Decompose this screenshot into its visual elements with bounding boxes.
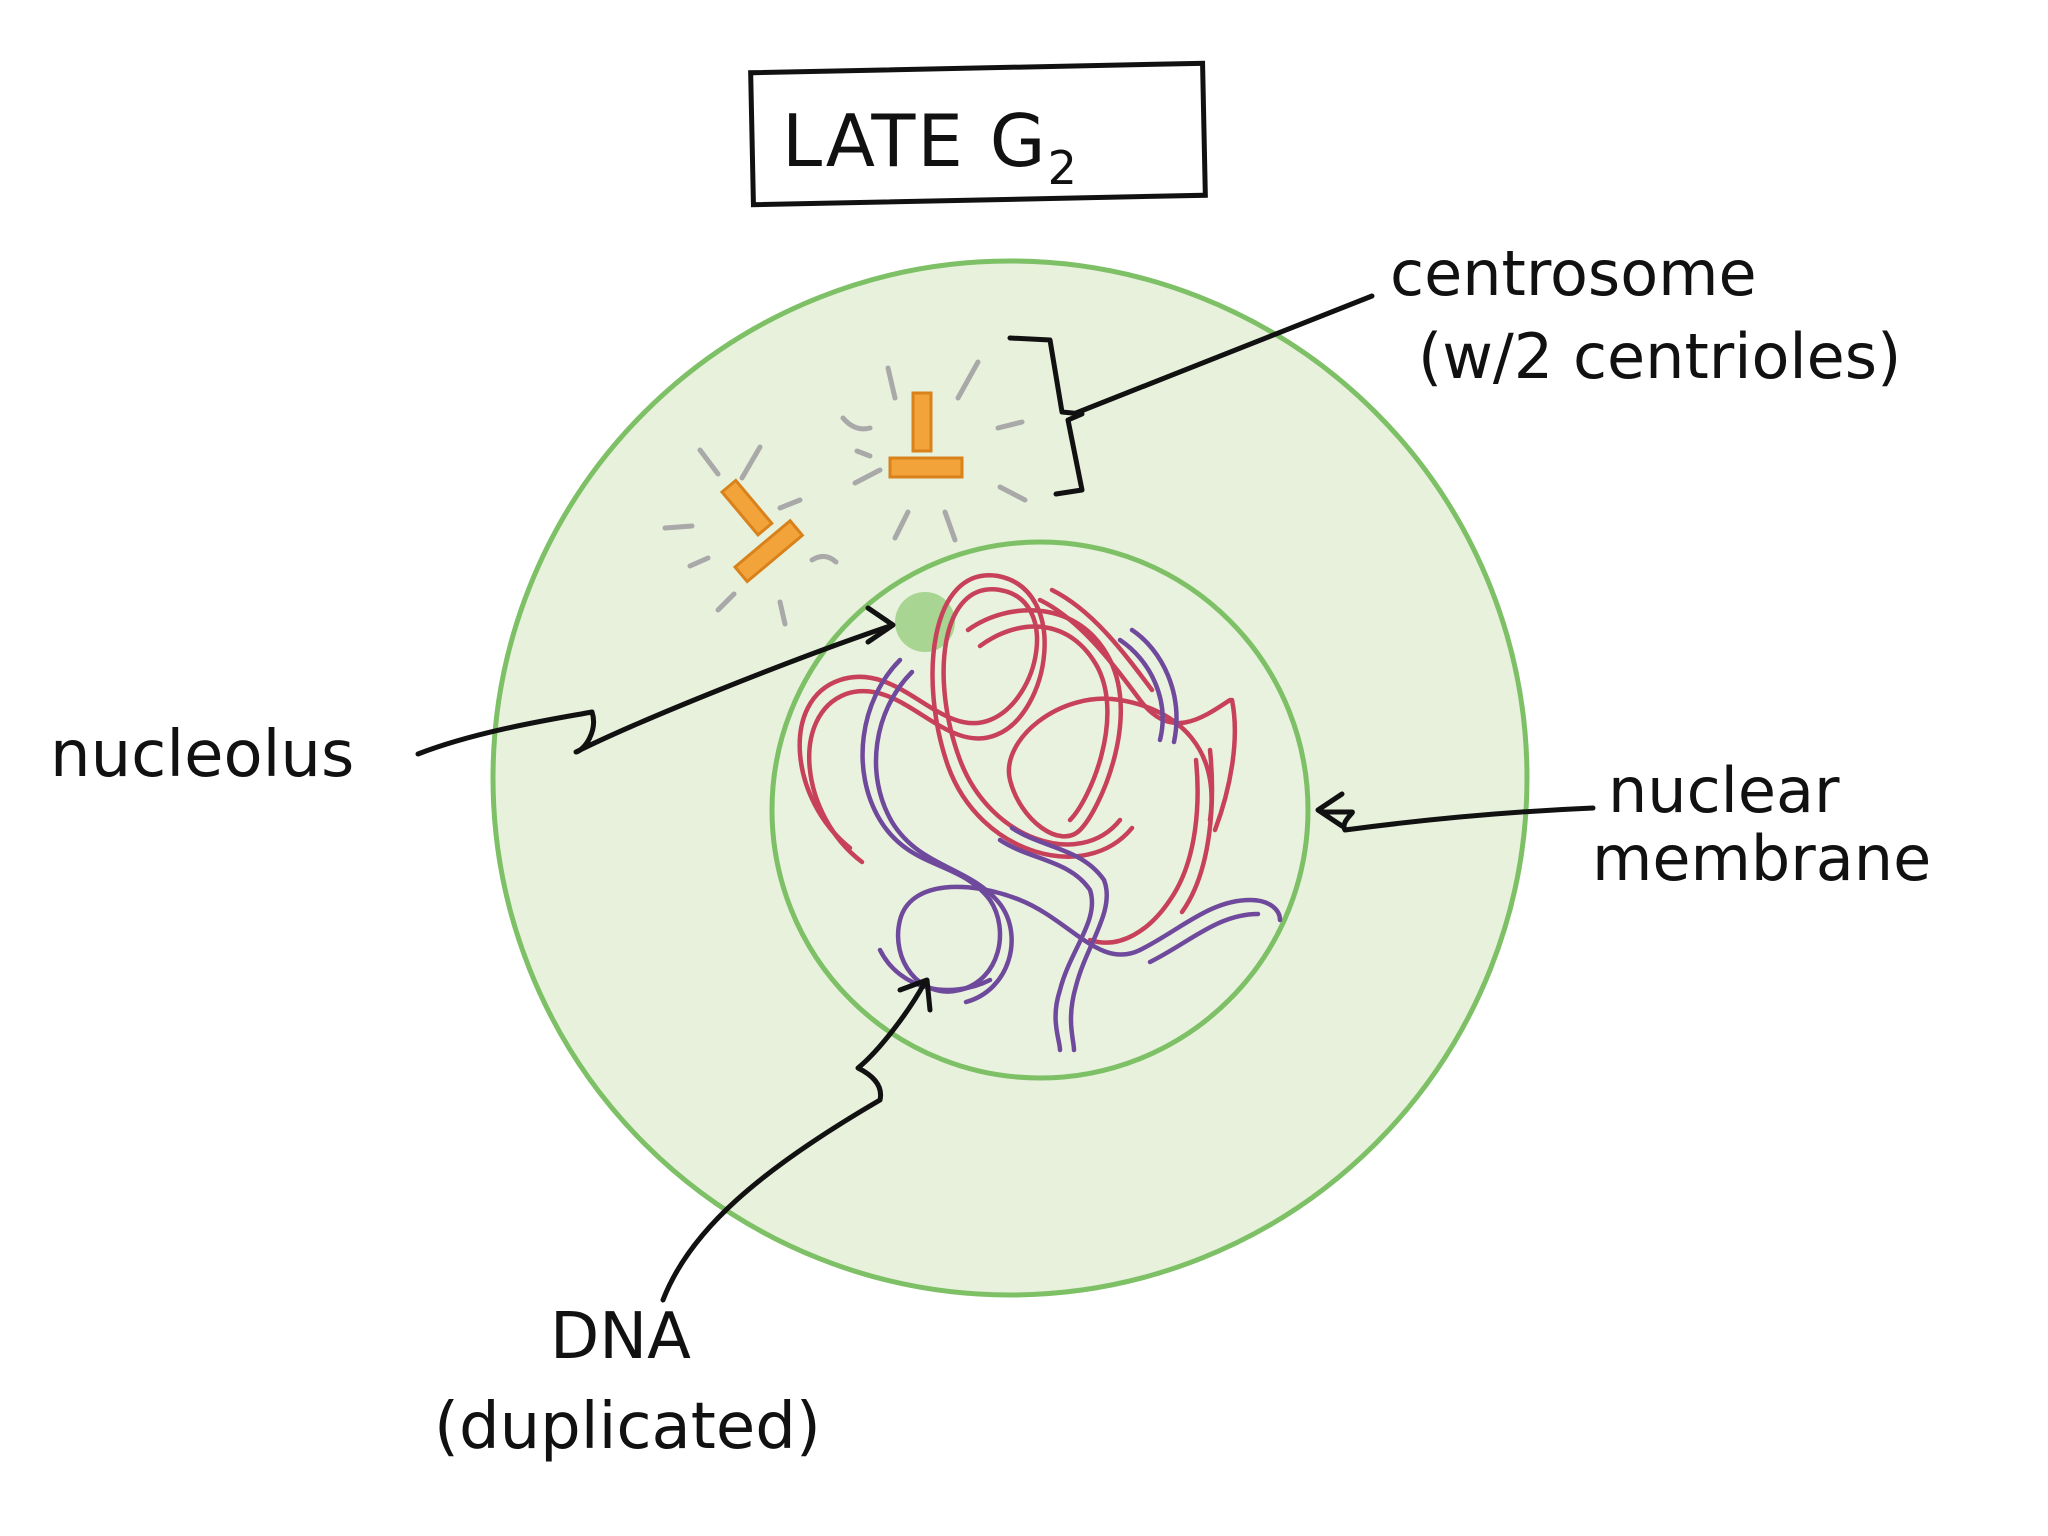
centrosome-microtubules: [662, 359, 1028, 627]
nuclear-membrane-arrow: [1315, 791, 1596, 833]
centriole: [911, 391, 933, 453]
membrane-label: membrane: [1592, 822, 1931, 895]
title-main: LATE G: [782, 99, 1048, 183]
dna-label: DNA: [550, 1300, 691, 1374]
centrosome-label: centrosome: [1390, 237, 1757, 310]
nucleolus-label: nucleolus: [50, 718, 354, 792]
nuclear-label: nuclear: [1608, 754, 1840, 827]
nuclear-membrane: [769, 539, 1311, 1081]
title-text: LATE G2: [782, 99, 1079, 195]
centrioles-label: (w/2 centrioles): [1418, 320, 1901, 393]
dna-duplicated-label: (duplicated): [434, 1390, 821, 1464]
centriole: [888, 456, 964, 479]
dna-red-strands: [797, 573, 1238, 945]
centriole: [719, 478, 774, 538]
title-box: LATE G2: [748, 60, 1208, 208]
title-subscript: 2: [1048, 141, 1079, 195]
nucleolus-arrow: [415, 605, 896, 757]
centrosome-pointer: [1007, 293, 1375, 497]
nucleolus: [895, 592, 955, 652]
centriole: [732, 518, 805, 584]
dna-arrow: [660, 977, 933, 1303]
centrosome: [719, 391, 964, 584]
dna-purple-strands: [860, 627, 1283, 1053]
